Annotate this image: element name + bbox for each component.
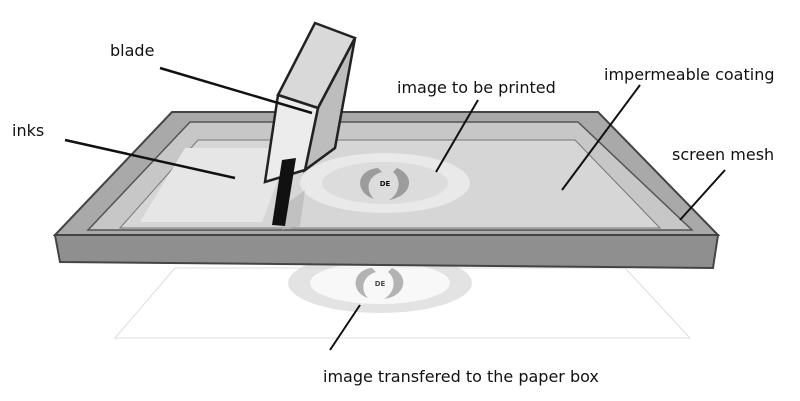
leader-screen-mesh — [679, 169, 726, 221]
frame-front-face — [53, 234, 720, 270]
label-inks: inks — [12, 121, 45, 140]
leader-impermeable-coating — [561, 84, 641, 191]
blade-front-face — [263, 93, 320, 184]
leader-image-to-be-printed — [435, 99, 479, 173]
leader-blade — [159, 66, 313, 115]
label-blade: blade — [110, 41, 155, 60]
label-screen-mesh: screen mesh — [672, 145, 775, 164]
label-impermeable-coating: impermeable coating — [604, 65, 775, 84]
ink-area — [140, 148, 290, 222]
leader-image-transferred — [329, 304, 361, 351]
label-image-transferred: image transfered to the paper box — [323, 367, 599, 386]
transferred-image: DE — [288, 253, 472, 313]
blade — [263, 21, 357, 226]
label-image-to-be-printed: image to be printed — [397, 78, 556, 97]
blade-rubber-edge — [272, 158, 296, 226]
transferred-logo-text: DE — [375, 280, 386, 288]
stencil-logo-text: DE — [380, 180, 391, 188]
leader-inks — [64, 138, 236, 180]
printed-image-stencil: DE — [300, 153, 470, 213]
blade-shadow — [282, 190, 305, 230]
